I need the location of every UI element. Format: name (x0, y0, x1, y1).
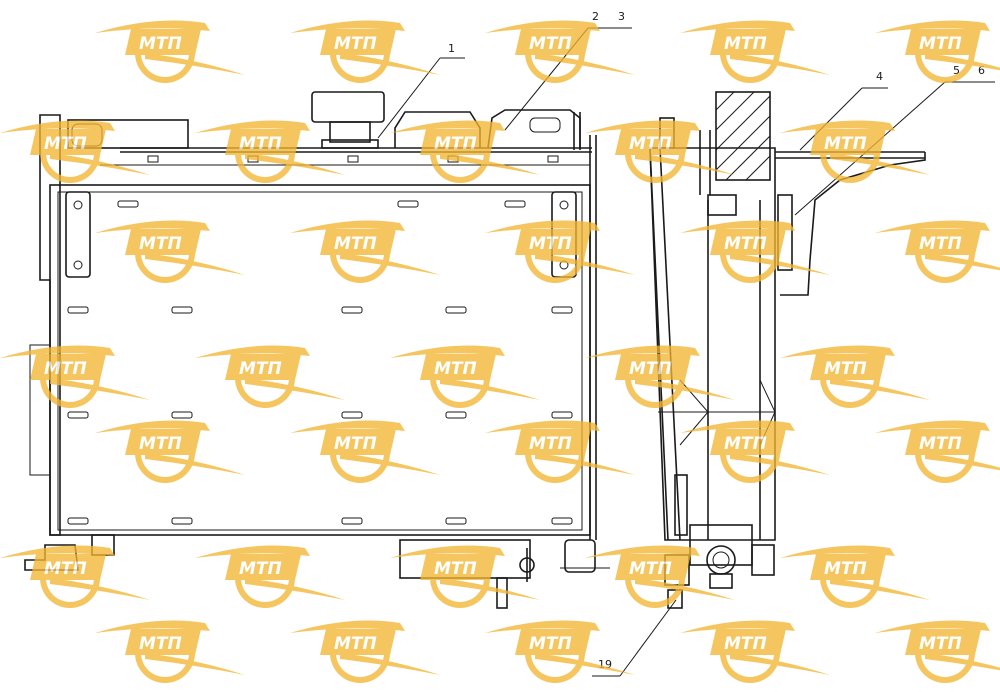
watermark-logo: МТП (585, 120, 735, 183)
watermark-logo: МТП (680, 220, 830, 283)
watermark-logo: МТП (875, 620, 1000, 683)
watermark-logo: МТП (585, 545, 735, 608)
watermark-logo: МТП (485, 220, 635, 283)
watermark-logo: МТП (290, 620, 440, 683)
side-filler-neck (715, 91, 771, 181)
bottom-fitting (689, 524, 753, 566)
watermark-text: МТП (724, 434, 767, 454)
watermark-text: МТП (919, 234, 962, 254)
watermark-text: МТП (529, 34, 572, 54)
watermark-text: МТП (629, 559, 672, 579)
watermark-logo: МТП (195, 345, 345, 408)
watermark-text: МТП (724, 234, 767, 254)
watermark-logo: МТП (390, 345, 540, 408)
watermark-text: МТП (239, 559, 282, 579)
watermark-logo: МТП (95, 20, 245, 83)
watermark-layer: МТП МТП МТП МТП МТП МТП МТП МТП МТП МТП МТП МТП МТП М… (0, 20, 1000, 683)
watermark-text: МТП (434, 559, 477, 579)
watermark-logo: МТП (680, 420, 830, 483)
side-core (649, 147, 776, 541)
watermark-text: МТП (434, 134, 477, 154)
watermark-logo: МТП (875, 420, 1000, 483)
watermark-text: МТП (44, 359, 87, 379)
watermark-text: МТП (44, 559, 87, 579)
watermark-logo: МТП (290, 420, 440, 483)
watermark-logo: МТП (0, 545, 150, 608)
watermark-logo: МТП (875, 220, 1000, 283)
watermark-logo: МТП (680, 20, 830, 83)
watermark-logo: МТП (780, 345, 930, 408)
watermark-logo: МТП (680, 620, 830, 683)
watermark-text: МТП (919, 634, 962, 654)
callout-3: 3 (618, 10, 625, 23)
watermark-logo: МТП (195, 120, 345, 183)
watermark-text: МТП (139, 34, 182, 54)
watermark-text: МТП (434, 359, 477, 379)
watermark-logo: МТП (390, 120, 540, 183)
bottom-right-mount (564, 539, 596, 573)
watermark-text: МТП (139, 234, 182, 254)
watermark-logo: МТП (290, 220, 440, 283)
watermark-text: МТП (919, 34, 962, 54)
side-bracket-arm (780, 152, 926, 296)
watermark-text: МТП (139, 434, 182, 454)
watermark-text: МТП (334, 34, 377, 54)
filler-cap (311, 91, 385, 123)
watermark-text: МТП (334, 434, 377, 454)
watermark-text: МТП (629, 359, 672, 379)
watermark-logo: МТП (290, 20, 440, 83)
watermark-text: МТП (529, 634, 572, 654)
watermark-text: МТП (529, 234, 572, 254)
core-fasteners (67, 155, 573, 525)
watermark-logo: МТП (485, 420, 635, 483)
watermark-text: МТП (239, 134, 282, 154)
callout-4: 4 (876, 70, 883, 83)
watermark-text: МТП (724, 634, 767, 654)
callout-5: 5 (953, 64, 960, 77)
watermark-text: МТП (824, 359, 867, 379)
watermark-logo: МТП (780, 120, 930, 183)
callout-2: 2 (592, 10, 599, 23)
watermark-text: МТП (529, 434, 572, 454)
watermark-logo: МТП (95, 220, 245, 283)
watermark-text: МТП (919, 434, 962, 454)
watermark-logo: МТП (485, 620, 635, 683)
left-bracket (65, 191, 91, 278)
watermark-text: МТП (629, 134, 672, 154)
watermark-text: МТП (334, 634, 377, 654)
left-frame (39, 114, 61, 536)
watermark-text: МТП (239, 359, 282, 379)
watermark-logo: МТП (390, 545, 540, 608)
watermark-text: МТП (824, 559, 867, 579)
callout-1: 1 (448, 42, 455, 55)
watermark-text: МТП (139, 634, 182, 654)
watermark-logo: МТП (95, 420, 245, 483)
watermark-logo: МТП (585, 345, 735, 408)
watermark-logo: МТП (0, 345, 150, 408)
watermark-logo: МТП (95, 620, 245, 683)
watermark-text: МТП (824, 134, 867, 154)
watermark-logo: МТП (875, 20, 1000, 83)
watermark-logo: МТП (780, 545, 930, 608)
watermark-logo: МТП (195, 545, 345, 608)
watermark-text: МТП (44, 134, 87, 154)
watermark-text: МТП (334, 234, 377, 254)
watermark-logo: МТП (0, 120, 150, 183)
callout-6: 6 (978, 64, 985, 77)
watermark-logo: МТП (485, 20, 635, 83)
watermark-text: МТП (724, 34, 767, 54)
